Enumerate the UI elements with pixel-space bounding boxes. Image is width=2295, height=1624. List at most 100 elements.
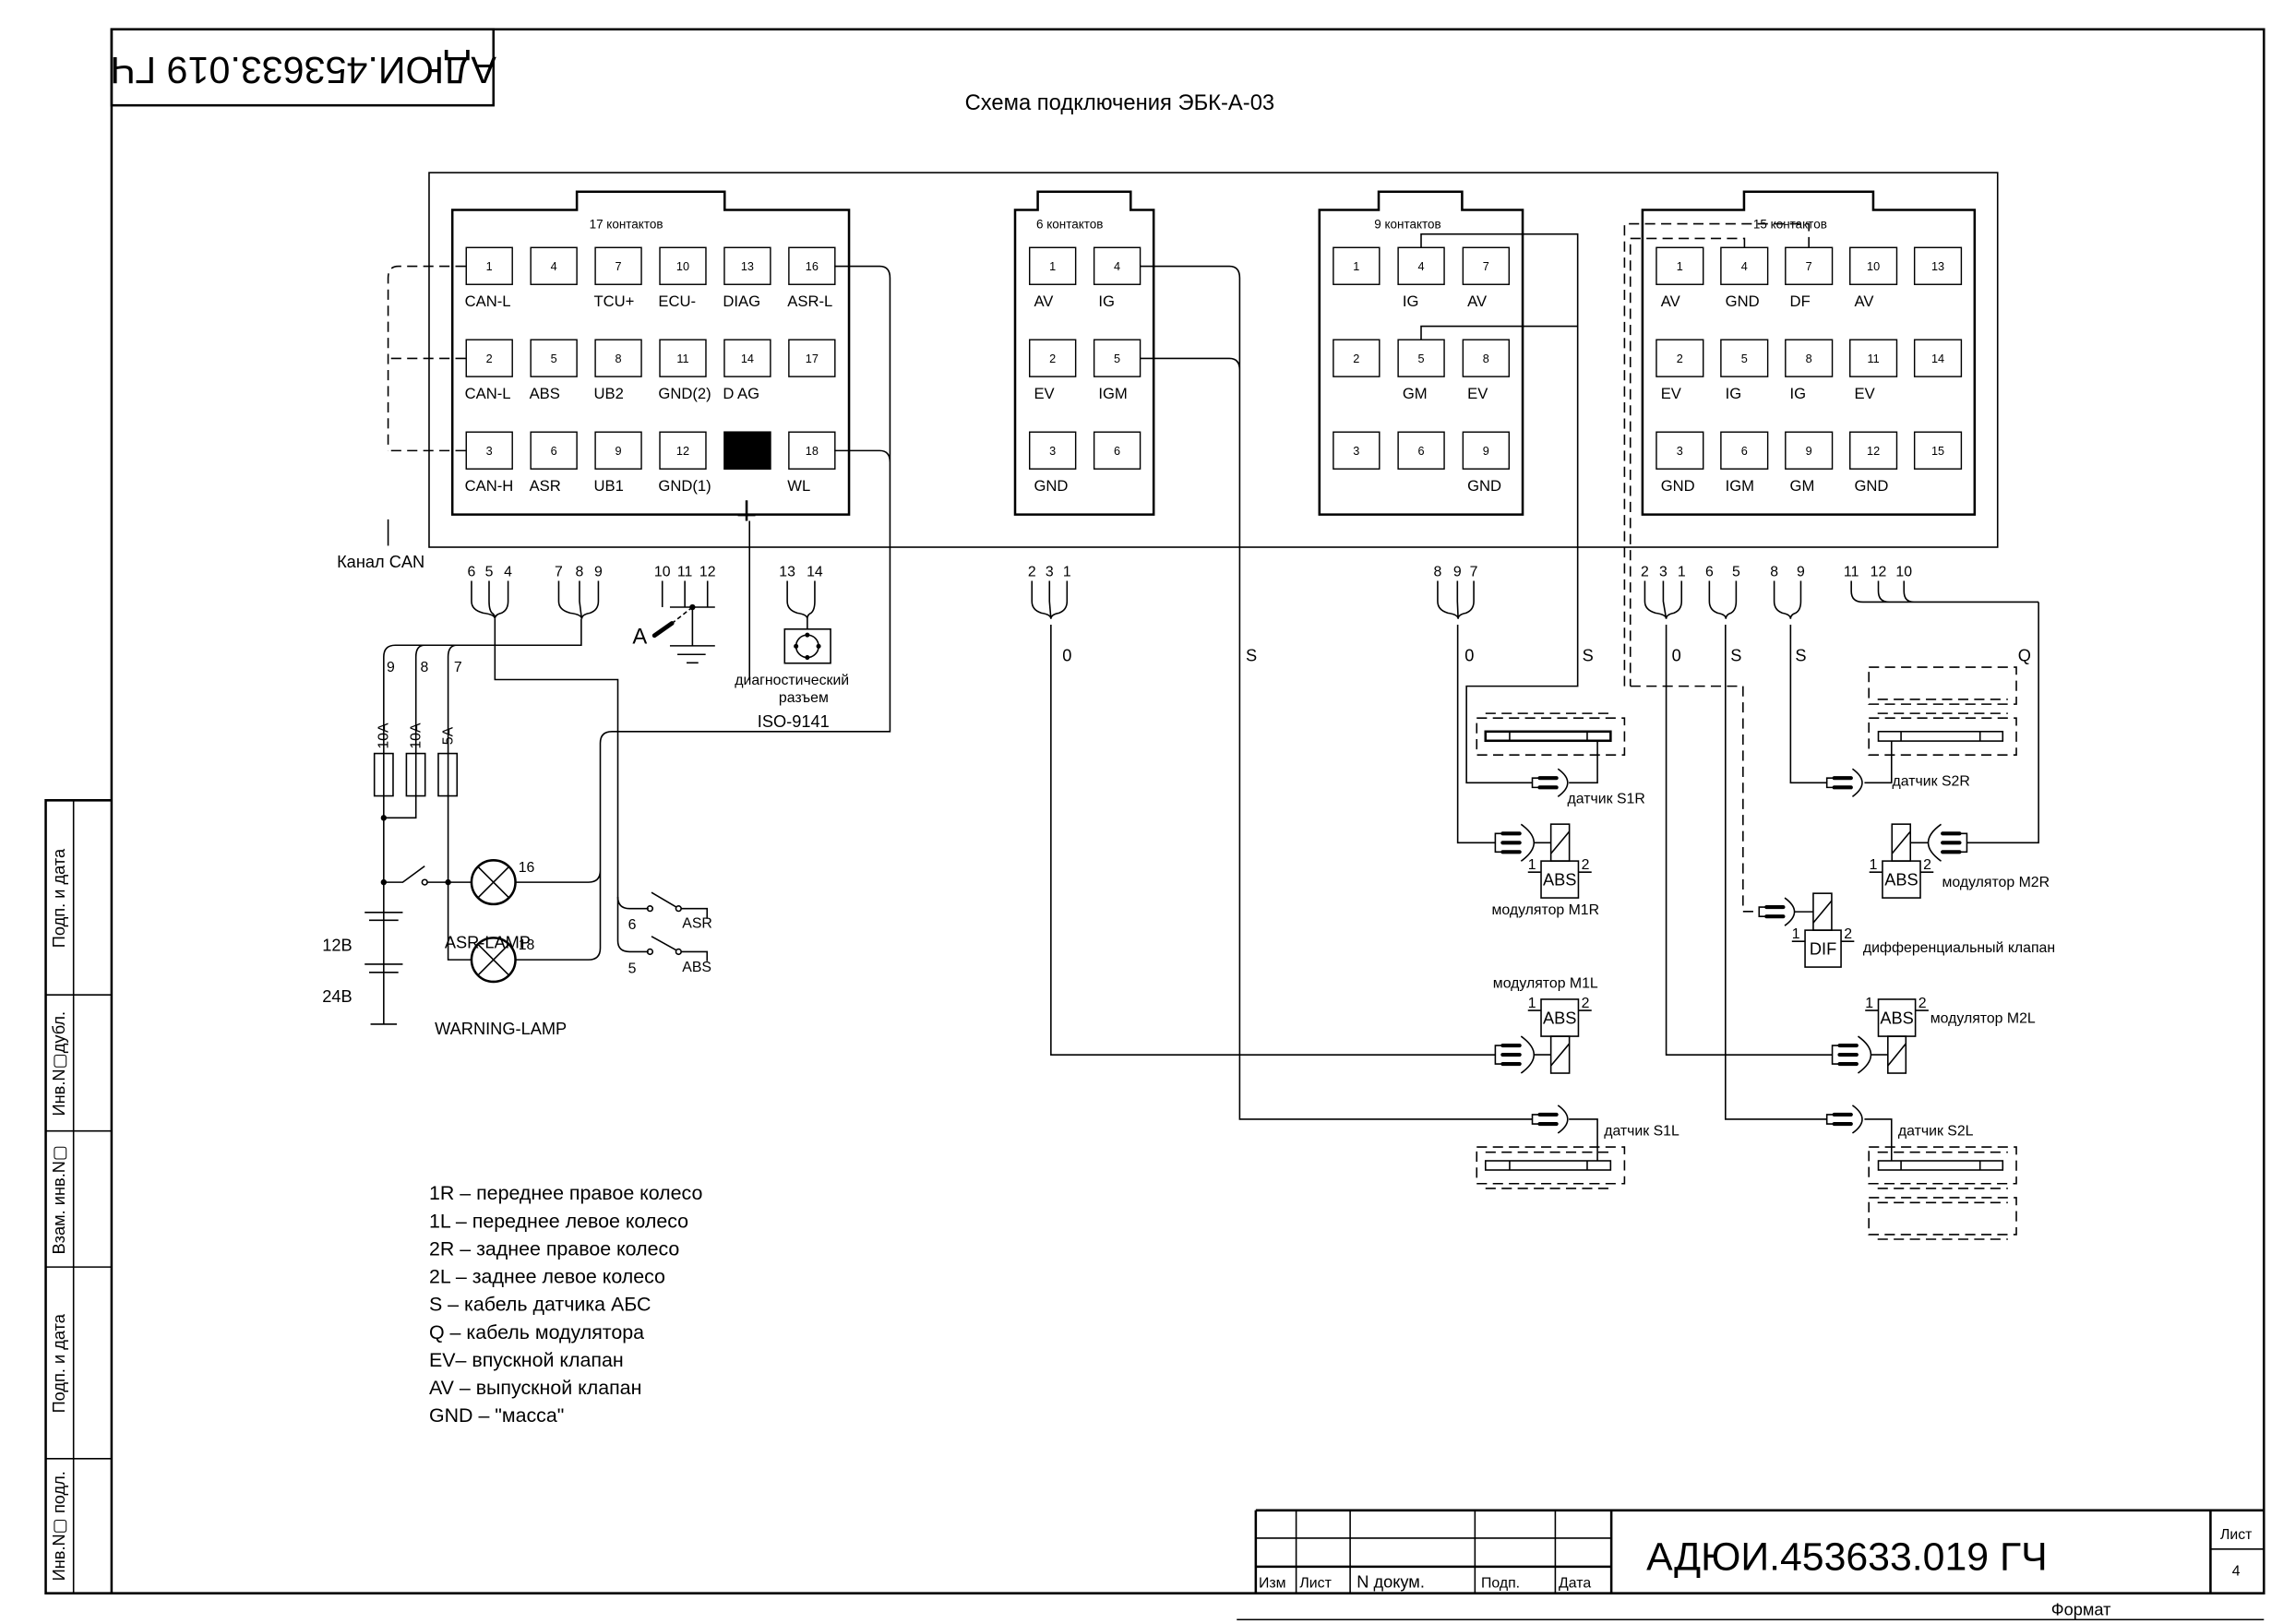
pin-number: 1 bbox=[1049, 260, 1056, 273]
pin-number: 5 bbox=[551, 352, 557, 365]
pin-number: 13 bbox=[1931, 260, 1944, 273]
wire-fork bbox=[557, 580, 600, 619]
terminal-1: 1 bbox=[1865, 996, 1873, 1011]
pin-10 bbox=[1849, 246, 1898, 285]
side-strip-labels: Подп. и дата Инв.N▢дубл. Взам. инв.N▢ По… bbox=[49, 848, 68, 1581]
pin-label: IG bbox=[1726, 385, 1742, 402]
asr-switch bbox=[616, 891, 709, 919]
pin-5 bbox=[1720, 339, 1769, 377]
pin-number: 8 bbox=[1483, 352, 1489, 365]
pin-number: 16 bbox=[806, 260, 819, 273]
wire-number: 9 bbox=[594, 565, 603, 580]
title-block-col: Подп. bbox=[1481, 1575, 1520, 1591]
pin-4 bbox=[1720, 246, 1769, 285]
pin-label: IGM bbox=[1098, 385, 1127, 402]
pin-number: 2 bbox=[1049, 352, 1056, 365]
pin-label: EV bbox=[1661, 385, 1682, 402]
wire-number: 9 bbox=[1453, 565, 1462, 580]
pin-number: 2 bbox=[1353, 352, 1359, 365]
connector-15-pin: 15 контактов1AV2EV3GND4GND5IG6IGM7DF8IG9… bbox=[1641, 190, 1977, 516]
pin-label: WL bbox=[787, 477, 810, 495]
modulator-m2l-label: модулятор M2L bbox=[1930, 1010, 2036, 1026]
pin-3 bbox=[465, 431, 513, 470]
plug-s1l bbox=[1531, 1105, 1569, 1134]
asr-lamp bbox=[470, 859, 517, 906]
wire-fork bbox=[1644, 580, 1683, 619]
pin-number: 14 bbox=[741, 352, 754, 365]
pin-label: AV bbox=[1661, 293, 1681, 310]
pin-number: 3 bbox=[486, 445, 493, 458]
pin-8 bbox=[1462, 339, 1511, 377]
pin-17 bbox=[788, 339, 836, 377]
pin-label: ASR-L bbox=[787, 293, 832, 310]
wire-number: 10 bbox=[654, 565, 671, 580]
pin-number: 3 bbox=[1353, 445, 1359, 458]
power-circuit bbox=[365, 580, 831, 1025]
ground-a-label: A bbox=[632, 625, 647, 650]
plug-s2l bbox=[1825, 1105, 1863, 1134]
pin-4 bbox=[1397, 246, 1445, 285]
pin-18 bbox=[788, 431, 836, 470]
plug-m1l bbox=[1494, 1035, 1536, 1074]
plug-s1r bbox=[1531, 768, 1569, 797]
switch-pin: 5 bbox=[628, 961, 637, 976]
connector-title: 6 контактов bbox=[1036, 217, 1103, 231]
terminal-1: 1 bbox=[1528, 857, 1536, 873]
pin-number: 9 bbox=[1806, 445, 1812, 458]
cable-type-letter: S bbox=[1730, 646, 1741, 665]
pin-label: GND bbox=[1726, 293, 1760, 310]
pin-label: UB2 bbox=[594, 385, 624, 402]
sensor-s1r-label: датчик S1R bbox=[1568, 791, 1645, 806]
plug-m2l bbox=[1831, 1035, 1872, 1074]
pin-label: GND(1) bbox=[658, 477, 711, 495]
pin-number: 8 bbox=[1806, 352, 1812, 365]
abs-switch bbox=[616, 936, 709, 961]
wire-number: 12 bbox=[699, 565, 716, 580]
pin-number: 15 bbox=[1931, 445, 1944, 458]
wire-number: 9 bbox=[1797, 565, 1805, 580]
pin-number: 6 bbox=[1418, 445, 1425, 458]
pin-label: CAN-L bbox=[465, 385, 511, 402]
pin-number: 11 bbox=[1868, 352, 1880, 365]
terminal-2: 2 bbox=[1582, 996, 1590, 1011]
pin-label: GND bbox=[1467, 477, 1501, 495]
wire-num: 9 bbox=[387, 660, 395, 675]
pin-number: 3 bbox=[1677, 445, 1683, 458]
wire-number: 13 bbox=[779, 565, 795, 580]
pin-5 bbox=[530, 339, 578, 377]
pin-14 bbox=[723, 339, 771, 377]
terminal-2: 2 bbox=[1844, 926, 1852, 942]
box-label: ABS bbox=[1543, 1008, 1576, 1027]
fuse-5a bbox=[437, 752, 459, 797]
pin-label: IGM bbox=[1726, 477, 1754, 495]
pin-number: 12 bbox=[1867, 445, 1880, 458]
wire-number: 3 bbox=[1659, 565, 1667, 580]
pin-label: DF bbox=[1790, 293, 1811, 310]
diagnostic-connector bbox=[783, 628, 831, 664]
terminal-2: 2 bbox=[1923, 857, 1931, 873]
pin-5 bbox=[1397, 339, 1445, 377]
pin-9 bbox=[1462, 431, 1511, 470]
pin-label: ASR bbox=[530, 477, 561, 495]
switch-label: ABS bbox=[682, 960, 711, 975]
side-label: Взам. инв.N▢ bbox=[49, 1145, 68, 1255]
cable-type-letter: S bbox=[1583, 646, 1594, 665]
pin-number: 17 bbox=[806, 352, 819, 365]
pin-number: 1 bbox=[486, 260, 493, 273]
legend-item: 2R – заднее правое колесо bbox=[429, 1237, 679, 1260]
coil-m1r bbox=[1549, 823, 1571, 862]
pin-label: DIAG bbox=[723, 293, 760, 310]
connector-outline bbox=[1318, 190, 1524, 516]
pin-label: IG bbox=[1790, 385, 1807, 402]
lamp-pin: 16 bbox=[519, 860, 535, 876]
pin-1 bbox=[465, 246, 513, 285]
wire-number: 4 bbox=[504, 565, 512, 580]
wire-number: 1 bbox=[1678, 565, 1686, 580]
ecu-wires bbox=[515, 222, 2039, 1120]
connector-title: 9 контактов bbox=[1374, 217, 1440, 231]
pin-number: 5 bbox=[1114, 352, 1120, 365]
terminal-1: 1 bbox=[1528, 996, 1536, 1011]
title-block: Изм Лист N докум. Подп. Дата АДЮИ.453633… bbox=[1237, 1509, 2265, 1621]
